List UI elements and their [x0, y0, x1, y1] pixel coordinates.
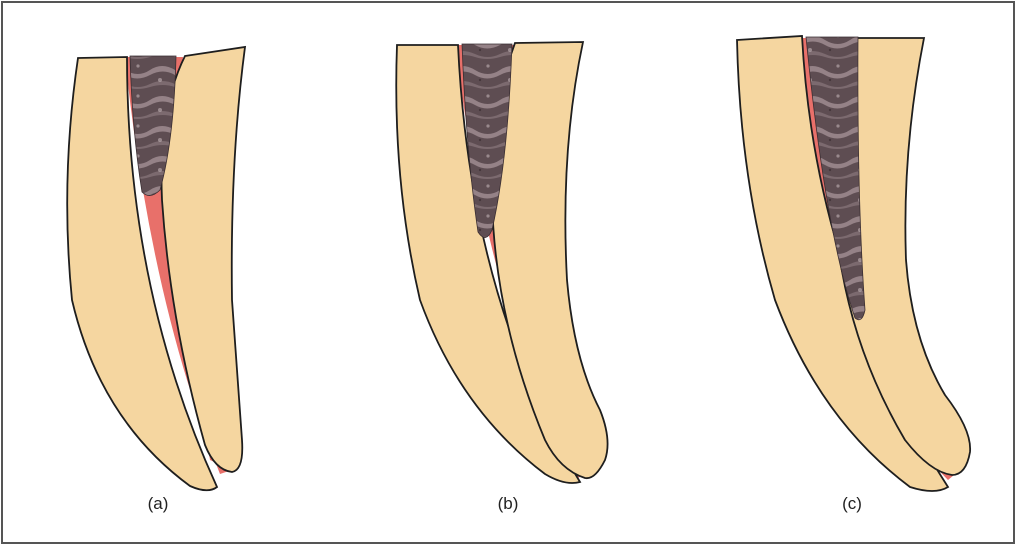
- panel-label-c: (c): [822, 494, 882, 514]
- tooth-root-c: [737, 36, 970, 491]
- panel-label-b: (b): [478, 494, 538, 514]
- tooth-root-b: [396, 42, 607, 483]
- panel-label-a: (a): [128, 494, 188, 514]
- tooth-root-a: [67, 47, 245, 490]
